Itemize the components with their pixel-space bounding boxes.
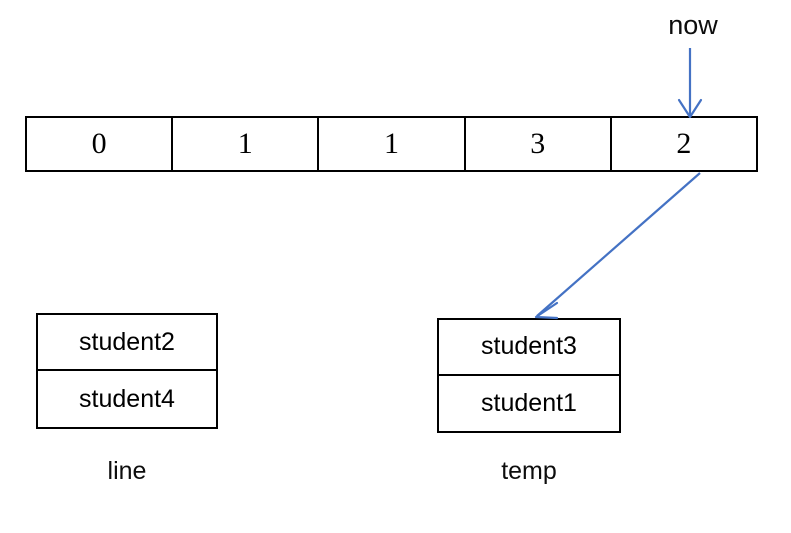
stack-line: student2 student4 (36, 313, 218, 429)
stack-temp: student3 student1 (437, 318, 621, 433)
array-cell-2: 1 (319, 118, 466, 170)
array-cell-4: 2 (611, 118, 757, 170)
array-cell-0: 0 (27, 118, 174, 170)
stack-line-caption: line (107, 457, 147, 485)
array-row: 0 1 1 3 2 (25, 116, 758, 172)
stack-temp-cell-1: student1 (439, 375, 619, 431)
stack-temp-cell-0: student3 (439, 320, 619, 376)
array-cell-3: 3 (465, 118, 612, 170)
stack-temp-caption: temp (501, 457, 557, 485)
stack-line-cell-0: student2 (38, 315, 216, 371)
stack-line-cell-1: student4 (38, 371, 216, 427)
now-pointer-arrow (677, 48, 703, 119)
array-cell-1: 1 (173, 118, 320, 170)
transfer-arrow (534, 172, 701, 320)
now-pointer-label: now (668, 10, 718, 40)
